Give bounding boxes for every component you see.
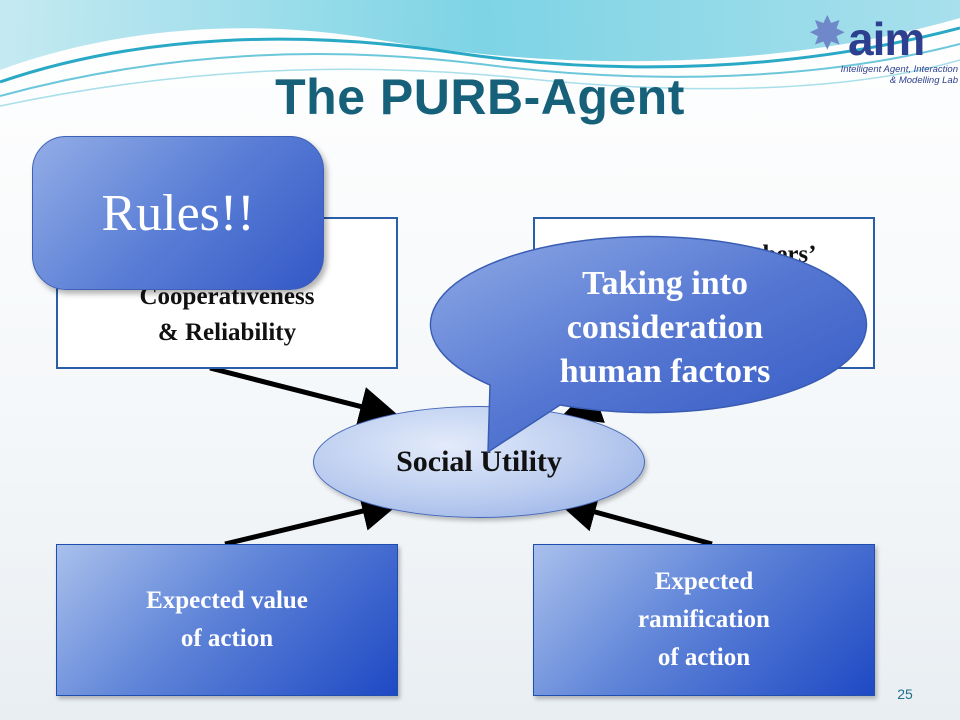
page-number: 25 xyxy=(897,686,913,702)
rules-label: Rules!! xyxy=(101,184,255,242)
social-utility-node: Social Utility xyxy=(313,406,645,518)
arrow-top-left xyxy=(209,365,400,426)
logo-caption-line1: Intelligent Agent, Interaction xyxy=(840,64,958,75)
expected-ramification-line2: ramification xyxy=(638,606,770,633)
bubble-line3: human factors xyxy=(559,353,771,390)
header-wave-decoration xyxy=(0,0,960,107)
logo-caption-line2: & Modelling Lab xyxy=(889,75,958,86)
logo-caption: Intelligent Agent, Interaction & Modelli… xyxy=(818,64,958,86)
arrow-bottom-right xyxy=(556,492,713,547)
lab-logo: ✸ aim Intelligent Agent, Interaction & M… xyxy=(808,4,958,94)
cooperativeness-line2: & Reliability xyxy=(157,319,297,346)
slide-title: The PURB-Agent xyxy=(275,69,685,125)
star-burst-icon: ✸ xyxy=(808,6,847,60)
expected-value-line1: Expected value xyxy=(146,587,308,614)
bubble-text: Taking into consideration human factors xyxy=(455,262,875,394)
social-utility-label: Social Utility xyxy=(396,445,562,478)
expected-value-box: Expected value of action xyxy=(56,544,398,696)
expected-ramification-line1: Expected xyxy=(654,568,754,595)
rules-callout: Rules!! xyxy=(32,136,324,290)
expected-ramification-line3: of action xyxy=(657,644,751,671)
logo-mark: aim xyxy=(848,13,925,65)
expected-value-line2: of action xyxy=(180,625,274,652)
bubble-line1: Taking into xyxy=(582,265,748,302)
arrow-bottom-left xyxy=(224,491,402,547)
expected-ramification-box: Expected ramification of action xyxy=(533,544,875,696)
bubble-line2: consideration xyxy=(566,309,764,346)
